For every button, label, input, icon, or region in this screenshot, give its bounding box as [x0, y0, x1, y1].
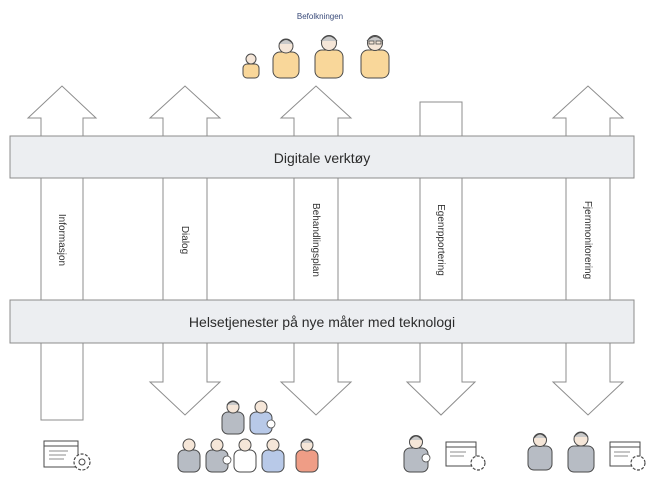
health-services-label: Helsetjenester på nye måter med teknolog…: [189, 314, 455, 330]
column-label-informasjon: Informasjon: [56, 214, 67, 266]
column-label-egenrpportering: Egenrpportering: [435, 204, 446, 276]
column-label-fjernmonitorering: Fjernmonitorering: [582, 201, 593, 279]
gear-icon: [73, 453, 91, 471]
digital-tools-label: Digitale verktøy: [274, 150, 370, 166]
health-services-bar: [9, 299, 635, 344]
column-label-dialog: Dialog: [179, 226, 190, 254]
population-title: Befolkningen: [297, 12, 343, 21]
settings-document-icon: [43, 440, 79, 468]
population-people-icon: [242, 35, 390, 79]
healthcare-team-icon: [177, 400, 319, 473]
remote-monitoring-icon: [527, 431, 646, 473]
column-label-behandlingsplan: Behandlingsplan: [310, 203, 321, 277]
digital-tools-bar: [9, 135, 635, 179]
patient-reporting-icon: [403, 435, 486, 473]
